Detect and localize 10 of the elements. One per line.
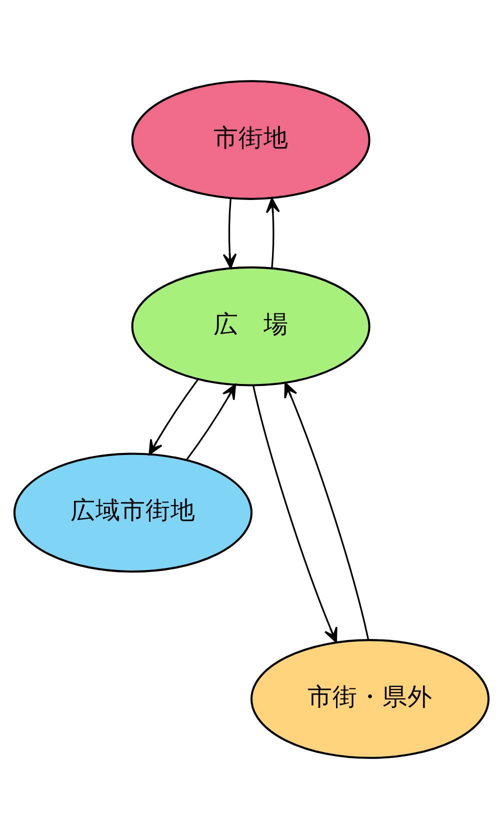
arrow: [148, 378, 198, 456]
node-ellipse: 市街・県外: [250, 639, 490, 759]
arrow: [222, 198, 236, 269]
node-ellipse: 広 場: [130, 266, 370, 386]
node-ellipse: 広域市街地: [12, 452, 252, 573]
node-ellipse: 市街地: [130, 80, 370, 200]
arrow: [185, 384, 236, 460]
arrow: [284, 382, 369, 640]
arrow: [265, 198, 280, 268]
arrow: [252, 385, 337, 643]
